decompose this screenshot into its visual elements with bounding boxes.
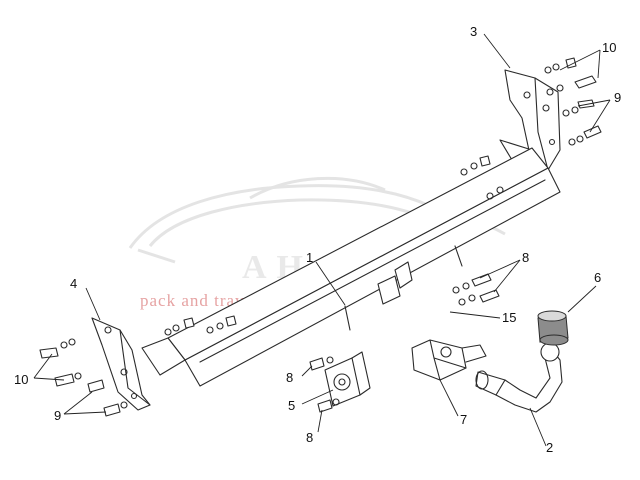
callout-4: 4 [70,276,77,291]
leader-lines [33,33,611,447]
callout-7: 7 [460,412,467,427]
callout-1: 1 [306,250,313,265]
callout-2: 2 [546,440,553,455]
electrical-socket [411,339,487,381]
callout-5: 5 [288,398,295,413]
main-crossbar [167,147,561,387]
callout-9-right: 9 [614,90,621,105]
callout-8-left: 8 [286,370,293,385]
callout-15: 15 [502,310,516,325]
callout-6: 6 [594,270,601,285]
socket-plate [324,351,371,407]
left-mounting-bracket [91,317,186,411]
callout-9-left: 9 [54,408,61,423]
ball-cover [537,310,569,346]
callout-10-left: 10 [14,372,28,387]
watermark-tagline: pack and travel [140,291,259,310]
callout-3: 3 [470,24,477,39]
callout-8-top: 8 [522,250,529,265]
tow-ball-neck [475,342,563,413]
callout-8-bottom: 8 [306,430,313,445]
callout-labels: 3 10 9 1 8 15 6 4 10 9 8 5 8 7 2 [14,24,621,455]
callout-10-right: 10 [602,40,616,55]
